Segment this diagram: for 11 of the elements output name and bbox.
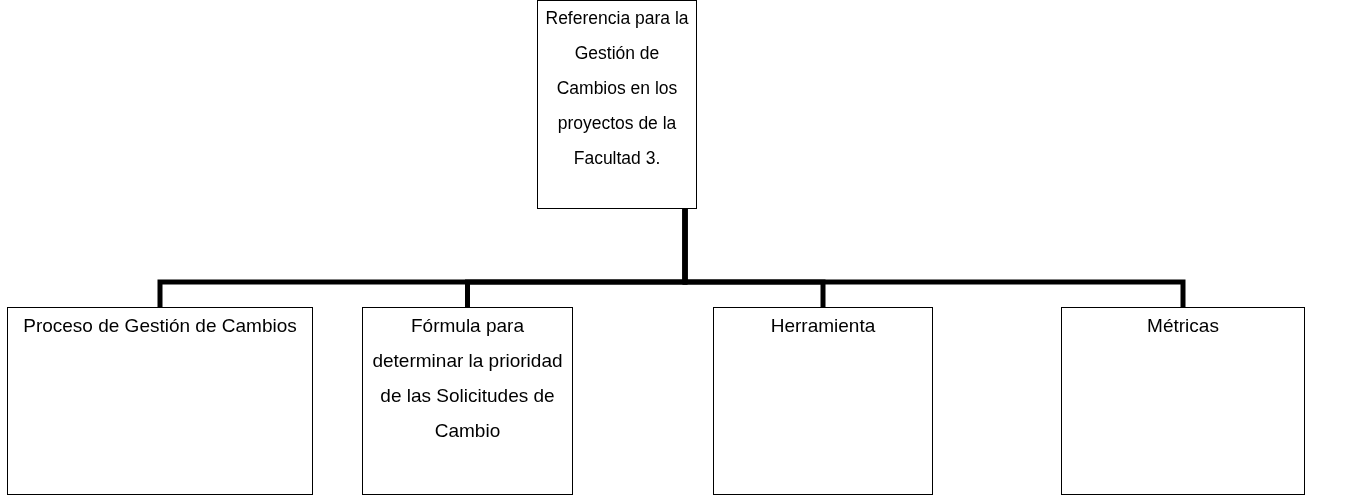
box-label: Referencia para la Gestión de Cambios en los proyectos de la Facultad 3. <box>544 7 690 170</box>
box <box>362 307 573 495</box>
box-label: Proceso de Gestión de Cambios <box>22 314 298 338</box>
box <box>537 0 697 209</box>
connector-line <box>682 209 1186 307</box>
box-label: Métricas <box>1146 314 1220 338</box>
box <box>713 307 933 495</box>
box-label: Fórmula para determinar la prioridad de las Solicitudes de Cambio <box>371 314 564 443</box>
box-label: Herramienta <box>769 314 877 338</box>
box <box>7 307 313 495</box>
box <box>1061 307 1305 495</box>
